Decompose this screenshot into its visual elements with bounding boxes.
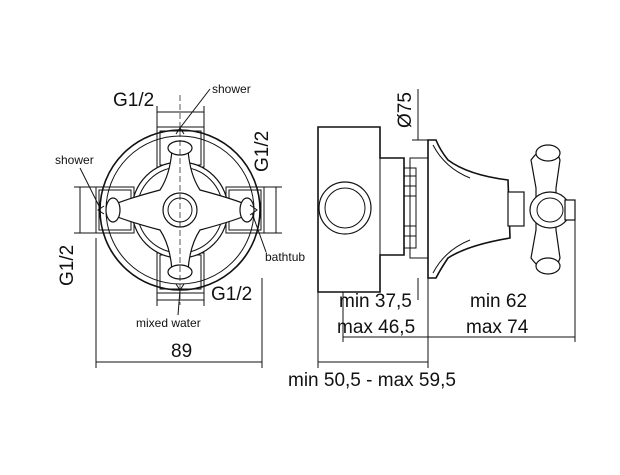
side-view: Ø75 min 37,5 max 46,5 min 62 max 74 min … — [288, 89, 576, 391]
shower-left-leader — [79, 167, 101, 209]
handle-depth-max: max 74 — [466, 317, 529, 338]
thread-top-label: G1/2 — [113, 90, 154, 111]
spindle-sleeve — [409, 157, 429, 259]
handle-bottom-knob — [535, 257, 561, 275]
handle-hub-inner — [536, 197, 564, 223]
shower-top-label: shower — [212, 82, 251, 96]
body-depth-max: max 46,5 — [337, 317, 415, 338]
handle-stem — [507, 191, 525, 227]
mixed-water-label: mixed water — [136, 316, 201, 330]
arrow-left — [97, 205, 105, 215]
side-port-inner — [324, 187, 366, 229]
overall-depth-label: min 50,5 - max 59,5 — [288, 370, 456, 391]
diameter-label: Ø75 — [395, 92, 416, 128]
handle-hub — [529, 191, 571, 229]
handle-depth-min: min 62 — [470, 291, 527, 312]
thread-bottom-label: G1/2 — [211, 284, 252, 305]
handle-top-knob — [535, 144, 561, 162]
thread-left-label: G1/2 — [57, 245, 78, 286]
mixed-water-leader — [177, 289, 181, 316]
body-depth-min: min 37,5 — [339, 291, 412, 312]
rosette-curves — [432, 144, 471, 274]
width-dim-label: 89 — [171, 341, 192, 362]
handle-knob-right — [239, 197, 255, 223]
bathtub-leader — [251, 212, 267, 253]
shower-top-leader — [179, 88, 211, 129]
side-port-outer — [318, 181, 372, 235]
body-block-outline — [317, 126, 381, 293]
rosette-profile — [427, 139, 511, 279]
handle-knob-left — [105, 197, 121, 223]
handle-cap — [564, 199, 576, 221]
bathtub-label: bathtub — [265, 250, 305, 264]
front-view: G1/2 shower G1/2 bathtub shower G1/2 G1/… — [55, 82, 305, 368]
shower-left-label: shower — [55, 153, 94, 167]
thread-right-label: G1/2 — [252, 131, 273, 172]
